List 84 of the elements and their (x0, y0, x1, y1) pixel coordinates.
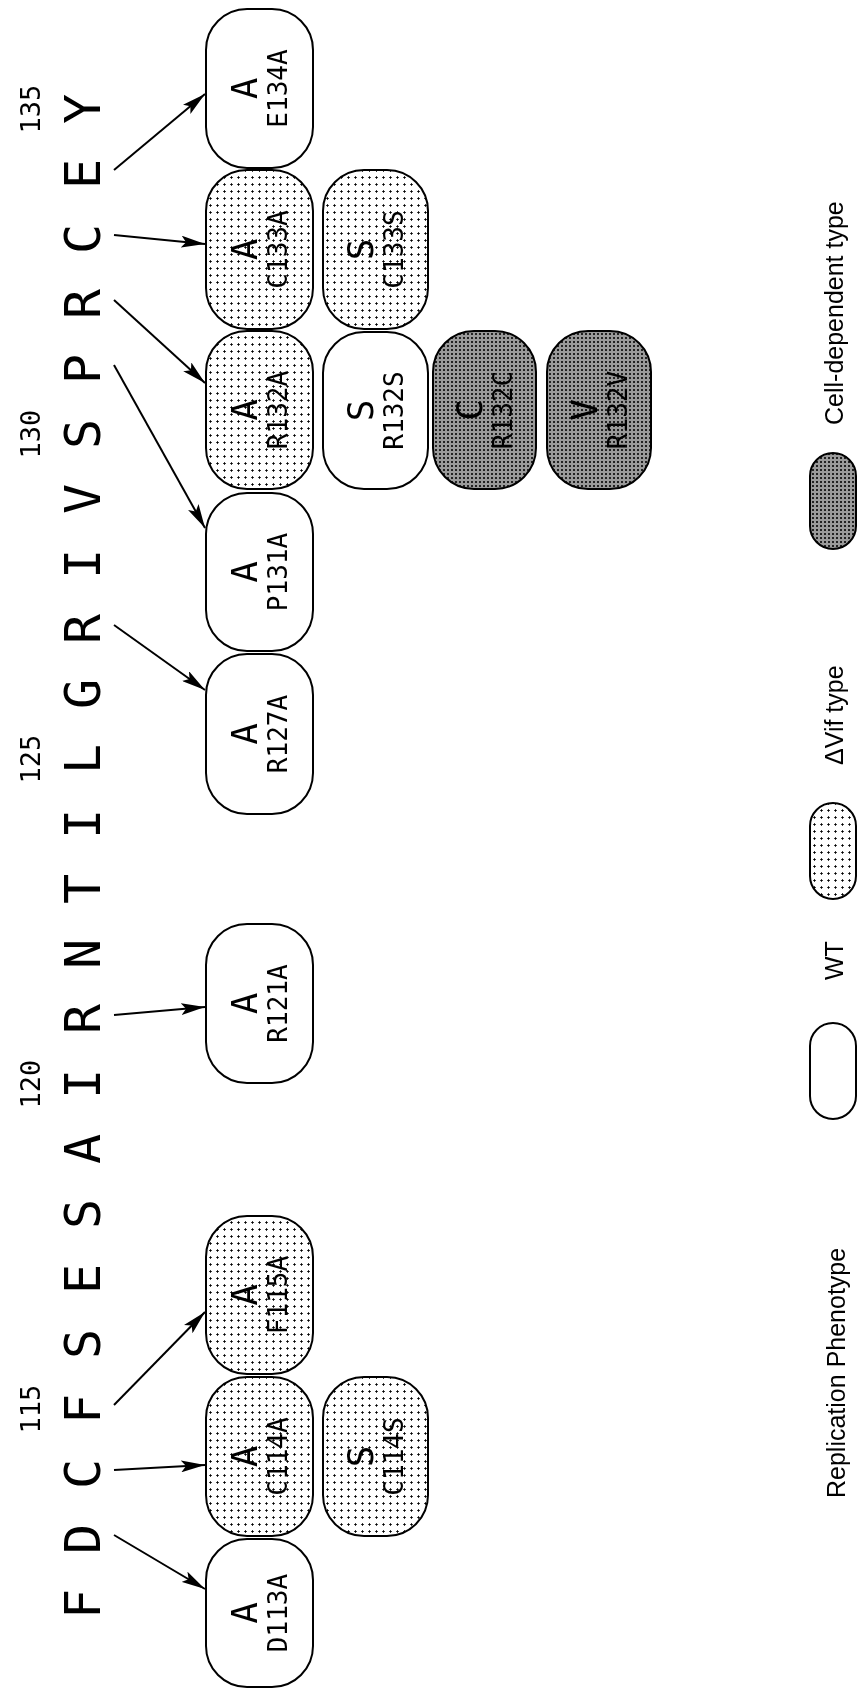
arrow (113, 1311, 206, 1406)
position-number: 135 (16, 84, 44, 134)
mutation-box (205, 169, 314, 330)
residue-letter: R (58, 613, 108, 645)
mutation-box (322, 1376, 429, 1537)
arrow (113, 364, 206, 529)
legend-title: Replication Phenotype (823, 1247, 849, 1498)
arrow (113, 1003, 206, 1016)
substituted-residue: A (226, 399, 265, 421)
mutation-box (205, 653, 314, 815)
substituted-residue: S (342, 238, 381, 261)
position-number: 130 (16, 409, 44, 459)
mutation-name: R132S (380, 371, 409, 450)
residue-letter: P (58, 353, 108, 385)
substituted-residue: A (226, 238, 265, 261)
legend-label: ΔVif type (821, 665, 847, 765)
residue-letter: N (58, 938, 108, 970)
residue-letter: G (58, 678, 108, 710)
substituted-residue: A (226, 77, 265, 100)
residue-letter: E (58, 158, 108, 190)
arrow (113, 93, 206, 171)
mutation-box (205, 1376, 314, 1537)
residue-letter: T (58, 873, 108, 905)
mutation-box (205, 492, 314, 652)
arrow (113, 234, 206, 248)
legend-label: Cell-dependent type (821, 201, 847, 425)
residue-letter: D (58, 1523, 108, 1555)
mutation-name: E134A (264, 49, 293, 128)
residue-letter: R (58, 1003, 108, 1035)
mutation-name: D113A (264, 1573, 293, 1653)
residue-letter: S (58, 1198, 108, 1230)
residue-letter: E (58, 1263, 108, 1295)
mutation-name: F115A (264, 1255, 293, 1335)
substituted-residue: A (226, 1284, 265, 1306)
legend-label: WT (821, 941, 847, 980)
substituted-residue: V (565, 399, 604, 421)
arrow (113, 1534, 206, 1590)
mutation-box (205, 1215, 314, 1375)
arrow (113, 624, 206, 691)
mutation-box (432, 330, 537, 490)
residue-letter: I (58, 808, 108, 840)
arrow (113, 299, 206, 384)
residue-letter: S (58, 1328, 108, 1360)
mutation-name: C114A (264, 1417, 293, 1496)
mutation-box (205, 1538, 314, 1688)
residue-letter: Y (58, 93, 108, 125)
mutation-name: C114S (380, 1417, 409, 1496)
arrow (113, 1460, 206, 1473)
position-number: 125 (16, 734, 44, 784)
substituted-residue: C (451, 399, 490, 421)
residue-letter: L (58, 743, 108, 775)
position-number: 115 (16, 1384, 44, 1434)
mutation-box (205, 330, 314, 490)
mutation-name: R132V (603, 370, 633, 450)
mutation-name: R132A (264, 370, 293, 450)
substituted-residue: A (226, 723, 265, 745)
residue-letter: I (58, 1068, 108, 1100)
residue-letter: R (58, 288, 108, 320)
substituted-residue: A (226, 992, 265, 1015)
mutation-name: C133A (264, 210, 293, 289)
substituted-residue: A (226, 1602, 265, 1624)
mutation-name: C133S (380, 210, 409, 289)
residue-letter: I (58, 548, 108, 580)
substituted-residue: S (342, 399, 381, 422)
mutation-name: R127A (264, 694, 293, 774)
substituted-residue: A (226, 1445, 265, 1468)
mutation-box (205, 8, 314, 169)
mutation-name: R121A (264, 964, 293, 1043)
substituted-residue: S (342, 1445, 381, 1468)
residue-letter: C (58, 1458, 108, 1490)
mutation-box (322, 331, 429, 490)
residue-letter: F (58, 1588, 108, 1620)
residue-letter: C (58, 223, 108, 255)
mutation-name: P131A (264, 532, 293, 612)
mutation-box (322, 169, 429, 330)
residue-letter: F (58, 1393, 108, 1425)
residue-letter: V (58, 483, 108, 515)
mutation-box (205, 923, 314, 1084)
mutation-name: R132C (489, 370, 518, 450)
residue-letter: S (58, 418, 108, 450)
position-number: 120 (16, 1059, 44, 1109)
residue-letter: A (58, 1133, 108, 1165)
mutation-box (546, 330, 652, 490)
substituted-residue: A (226, 561, 265, 583)
